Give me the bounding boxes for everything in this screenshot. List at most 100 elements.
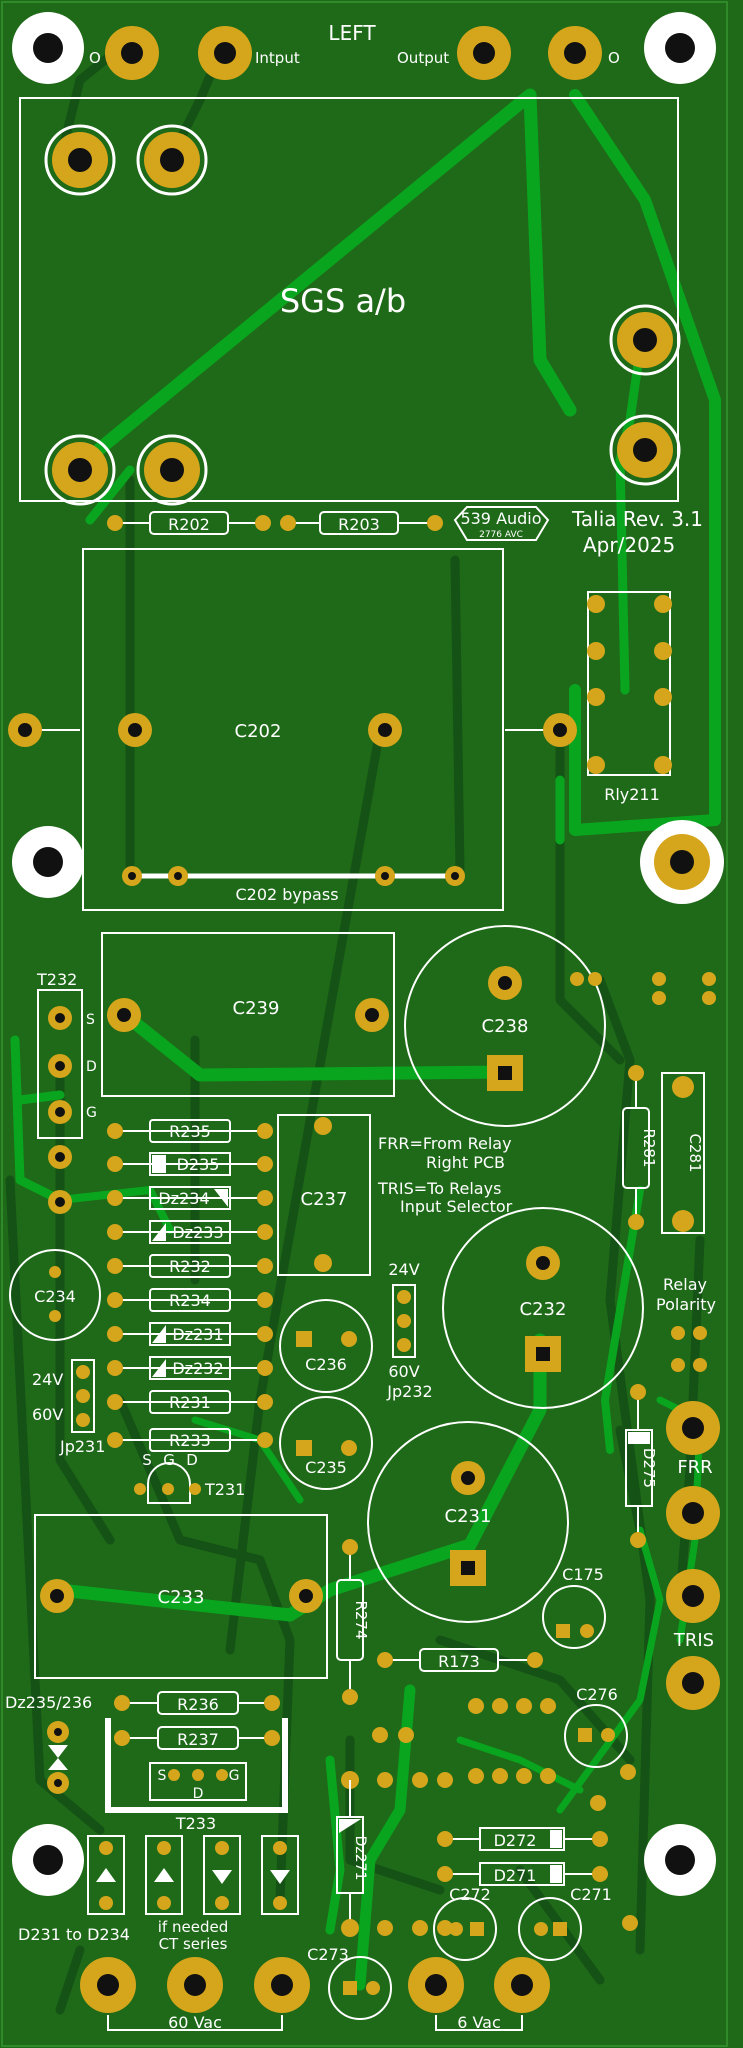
diode-bridge xyxy=(87,1835,299,1915)
dz232-label: Dz232 xyxy=(172,1359,223,1378)
c273-outline xyxy=(328,1956,392,2020)
relay-polarity-label-2: Polarity xyxy=(656,1295,716,1314)
zener-dz271 xyxy=(336,1780,364,1937)
rly211-label: Rly211 xyxy=(604,785,660,804)
regulator-pads xyxy=(341,1698,638,1936)
bottom-traces xyxy=(5,35,705,2015)
t232-pads xyxy=(48,1006,72,1214)
resistor-r274 xyxy=(336,1539,364,1705)
c272-outline xyxy=(433,1897,497,1961)
diode-d275 xyxy=(625,1384,653,1548)
t232-label: T232 xyxy=(36,970,77,989)
t233-g-label: G xyxy=(229,1768,240,1784)
c238-label: C238 xyxy=(482,1016,529,1037)
frr-label: FRR xyxy=(677,1457,712,1478)
c232-label: C232 xyxy=(520,1299,567,1320)
t231-label: T231 xyxy=(204,1480,245,1499)
dz235-236-label: Dz235/236 xyxy=(5,1693,92,1712)
board-side-title: LEFT xyxy=(328,21,376,45)
r231-label: R231 xyxy=(169,1393,211,1412)
d271-label: D271 xyxy=(494,1866,537,1885)
resistor-r237 xyxy=(114,1726,280,1750)
c237-outline xyxy=(277,1114,371,1276)
sgs-module-label: SGS a/b xyxy=(280,282,406,320)
note-frr-2: Right PCB xyxy=(426,1153,505,1172)
c202-pads xyxy=(8,713,577,886)
c234-label: C234 xyxy=(34,1287,76,1306)
resistor-r173 xyxy=(377,1648,543,1672)
c281-label: C281 xyxy=(686,1133,704,1172)
t232-g-label: G xyxy=(86,1105,97,1121)
note-tris-2: Input Selector xyxy=(400,1197,513,1216)
t231-g-label: G xyxy=(163,1451,175,1469)
t232-outline xyxy=(37,989,83,1139)
diode-d272 xyxy=(437,1827,608,1851)
jp231-60v-label: 60V xyxy=(32,1405,63,1424)
c237-label: C237 xyxy=(301,1189,348,1210)
date-label: Apr/2025 xyxy=(583,533,675,557)
relay-polarity-label-1: Relay xyxy=(663,1275,707,1294)
c236-outline xyxy=(279,1299,373,1393)
jp232-24v-label: 24V xyxy=(388,1260,419,1279)
c233-label: C233 xyxy=(158,1587,205,1608)
t231-s-label: S xyxy=(142,1451,152,1469)
dz271-label: Dz271 xyxy=(352,1836,368,1881)
header-pads xyxy=(105,26,602,80)
c202-outline xyxy=(82,548,504,911)
dz234-label: Dz234 xyxy=(158,1189,209,1208)
r203-label: R203 xyxy=(338,515,380,534)
label-o-left: O xyxy=(89,49,101,67)
tris-label: TRIS xyxy=(673,1630,714,1651)
c236-label: C236 xyxy=(305,1355,347,1374)
c271-outline xyxy=(518,1897,582,1961)
rly211-pads xyxy=(587,595,672,774)
d275-label: D275 xyxy=(640,1448,658,1488)
c276-outline xyxy=(564,1704,628,1768)
c239-label: C239 xyxy=(233,998,280,1019)
dz233-label: Dz233 xyxy=(172,1223,223,1242)
zener-dz235-236 xyxy=(47,1721,69,1794)
resistor-r203 xyxy=(280,511,443,535)
vac60-label: 60 Vac xyxy=(168,2013,222,2032)
c238-outline xyxy=(404,925,606,1127)
jp231-outline xyxy=(71,1359,95,1433)
r234-label: R234 xyxy=(169,1291,211,1310)
jp231-24v-label: 24V xyxy=(32,1370,63,1389)
frr-tris-pads xyxy=(666,1401,720,1710)
c281-outline xyxy=(661,1072,705,1234)
label-output: Output xyxy=(397,49,449,67)
note-tris: TRIS=To Relays xyxy=(377,1179,501,1198)
r202-label: R202 xyxy=(168,515,210,534)
d272-label: D272 xyxy=(494,1831,537,1850)
r281-label: R281 xyxy=(640,1128,658,1167)
t233-label: T233 xyxy=(175,1814,216,1833)
label-input: Intput xyxy=(255,49,300,67)
ct-series-label: CT series xyxy=(159,1935,228,1953)
c175-outline xyxy=(542,1585,606,1649)
top-traces xyxy=(10,88,721,1995)
c202-label: C202 xyxy=(235,721,282,742)
c272-label: C272 xyxy=(449,1885,491,1904)
t232-s-label: S xyxy=(86,1012,95,1028)
t233-s-label: S xyxy=(158,1768,167,1784)
t233-heatsink xyxy=(105,1718,288,1813)
t233-d-label: D xyxy=(193,1786,204,1802)
label-o-right: O xyxy=(608,49,620,67)
brand-sublabel: 2776 AVC xyxy=(479,530,523,540)
c276-label: C276 xyxy=(576,1685,618,1704)
mounting-holes xyxy=(12,12,724,1896)
relay-polarity-pads xyxy=(671,1326,707,1372)
sgs-module-outline xyxy=(19,97,679,502)
c175-label: C175 xyxy=(562,1565,604,1584)
rly211-outline xyxy=(587,591,671,776)
t233-outline xyxy=(149,1762,247,1801)
ac-input-pads xyxy=(80,1957,550,2031)
c202-bypass-label: C202 bypass xyxy=(235,885,338,904)
c235-outline xyxy=(279,1396,373,1490)
resistor-r202 xyxy=(107,511,271,535)
d235-label: D235 xyxy=(177,1155,220,1174)
r237-label: R237 xyxy=(177,1730,219,1749)
jp232-outline xyxy=(392,1284,416,1358)
resistor-r281 xyxy=(622,1065,650,1230)
